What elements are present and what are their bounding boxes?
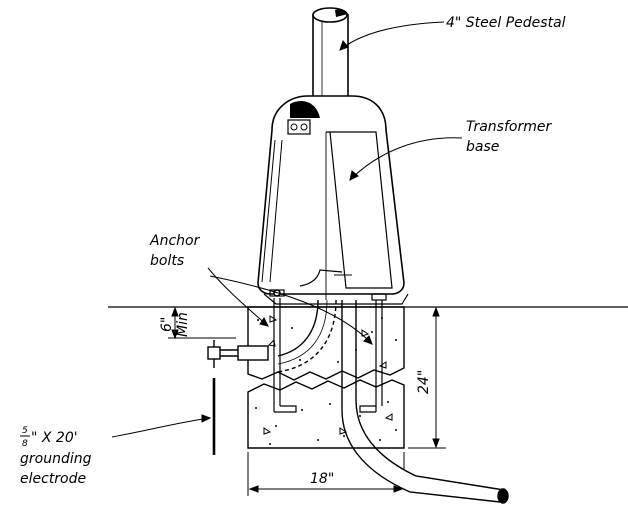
transformer-label-line1: Transformer (466, 119, 552, 135)
ground-label-line1: " X 20' (31, 430, 78, 446)
concrete-upper-block (247, 306, 405, 381)
dim-24-label: 24" (416, 370, 432, 394)
anchor-label-line2: bolts (150, 253, 184, 269)
ground-frac-num: 5 (22, 426, 28, 436)
leader-lines (111, 21, 463, 438)
pedestal-leader (339, 21, 445, 51)
dim-6-inch (168, 306, 236, 340)
ground-frac-den: 8 (22, 439, 28, 449)
transformer-leader (349, 137, 463, 181)
concrete-lower-block (247, 379, 405, 449)
ground-label-line2: grounding (20, 451, 92, 467)
transformer-label-line2: base (466, 139, 499, 155)
anchor-leader-2 (209, 275, 373, 345)
grounding-electrode (207, 340, 269, 455)
ground-label-line3: electrode (20, 471, 86, 487)
dim-min-label: Min (175, 312, 191, 337)
anchor-label-line1: Anchor (149, 233, 201, 249)
dim-18-label: 18" (310, 471, 334, 487)
dim-18-inch (247, 452, 405, 496)
steel-pedestal (312, 7, 349, 98)
transformer-base (257, 95, 409, 305)
conduit (277, 299, 509, 504)
pedestal-label: 4" Steel Pedestal (446, 15, 566, 31)
dim-24-inch (408, 306, 446, 449)
ground-leader (111, 417, 211, 438)
anchor-bolts (269, 289, 387, 413)
dim-6-label: 6" (159, 317, 175, 332)
